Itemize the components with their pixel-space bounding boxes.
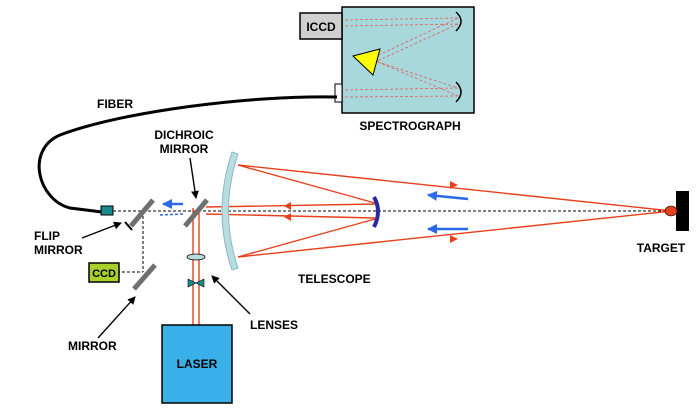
target: TARGET (637, 191, 689, 255)
dichroic-pointer-arrow (189, 157, 199, 199)
lens-lower (187, 278, 205, 288)
flip-mirror-label-line2: MIRROR (34, 243, 83, 257)
secondary-mirror (372, 196, 380, 228)
lenses-pointer-arrow (211, 275, 251, 315)
fiber-cable (37, 95, 338, 214)
flip-mirror-label-line1: FLIP (34, 229, 60, 243)
lens-upper (186, 253, 206, 261)
flip-mirror-pointer-arrow (81, 221, 122, 239)
mirror-pointer-arrow (97, 296, 136, 339)
laser: LASER (161, 324, 233, 404)
optical-paths (113, 210, 680, 273)
flip-mirror (129, 198, 155, 228)
ccd-box (88, 262, 120, 283)
target-spot (664, 205, 678, 217)
lenses-label: LENSES (250, 318, 298, 332)
prism (352, 48, 381, 76)
fiber-label: FIBER (97, 97, 133, 111)
entrance-slit (334, 83, 343, 103)
laser-label: LASER (177, 357, 218, 371)
target-plate (676, 191, 689, 231)
dichroic-mirror-label-line1: DICHROIC (154, 128, 214, 142)
spectrograph-mirror-bottom (455, 81, 462, 103)
telescope-label: TELESCOPE (298, 272, 371, 286)
ccd-camera: CCD (88, 262, 120, 283)
blue-dashed-return (159, 213, 184, 216)
ccd-label: CCD (92, 268, 116, 280)
spectrograph-label: SPECTROGRAPH (359, 119, 460, 133)
ray-arrowheads (284, 181, 458, 243)
fiber-connector (100, 205, 114, 216)
spectrograph-mirror-top (455, 11, 462, 32)
telescope-beams (192, 164, 673, 325)
laser-box (161, 324, 233, 404)
target-label: TARGET (637, 241, 686, 255)
iccd-camera: ICCD (299, 12, 343, 40)
dichroic-mirror (183, 198, 209, 228)
iccd-box (299, 12, 343, 40)
spectrograph-rays (344, 17, 459, 98)
dichroic-mirror-label-line2: MIRROR (160, 142, 209, 156)
flip-mirror-alt (124, 221, 133, 231)
primary-mirror (221, 151, 239, 271)
spectrograph (334, 6, 475, 114)
mirror-label: MIRROR (68, 339, 117, 353)
iccd-label: ICCD (306, 20, 336, 34)
mirror (132, 263, 157, 291)
return-light-arrows (162, 190, 469, 234)
